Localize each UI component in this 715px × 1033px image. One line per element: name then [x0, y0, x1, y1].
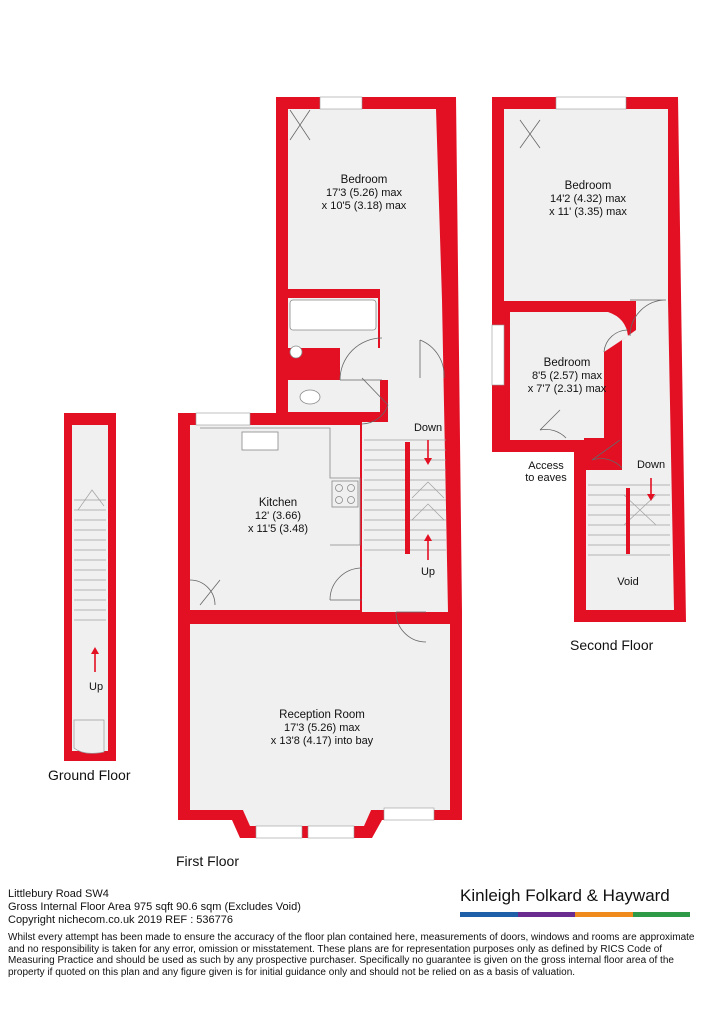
bedroom-1-dim-2: x 10'5 (3.18) max	[322, 200, 407, 212]
bedroom-3-dim-1: 8'5 (2.57) max	[532, 370, 602, 382]
ground-floor-plan: Up Ground Floor	[48, 413, 131, 783]
bedroom-2-dim-1: 14'2 (4.32) max	[550, 193, 627, 205]
plan-footer: Littlebury Road SW4 Gross Internal Floor…	[8, 888, 708, 927]
bedroom-2-dim-2: x 11' (3.35) max	[549, 206, 627, 218]
brand-bar-purple	[517, 912, 575, 917]
reception-dim-2: x 13'8 (4.17) into bay	[271, 735, 374, 747]
second-floor-doors	[519, 119, 667, 469]
floor-plan: Up Ground Floor	[48, 96, 686, 869]
ground-floor-bottom-curve	[73, 719, 105, 754]
kitchen-sink	[241, 431, 279, 451]
down-arrow-head	[424, 458, 432, 465]
second-floor-label: Second Floor	[570, 637, 654, 653]
disclaimer: Whilst every attempt has been made to en…	[8, 932, 695, 978]
reception-area	[190, 624, 450, 810]
brand-bar-green	[632, 912, 690, 917]
ground-floor-stairs	[74, 489, 106, 621]
ground-stair-arrow-head	[91, 647, 99, 654]
first-up-label: Up	[421, 566, 435, 578]
second-landing-area	[586, 300, 674, 610]
brand-bar-blue	[460, 912, 518, 917]
kitchen-worktop	[200, 427, 361, 546]
stair-divider	[405, 442, 410, 554]
bedroom-3-title: Bedroom	[544, 357, 591, 369]
second-down-label: Down	[637, 459, 665, 471]
bedroom-3-area	[510, 312, 628, 440]
kitchen-area	[190, 425, 360, 610]
bedroom-1-area	[288, 109, 442, 300]
basin	[289, 345, 303, 359]
bath-tub	[289, 299, 377, 331]
brand-bar-orange	[575, 912, 633, 917]
second-stair-divider	[626, 488, 630, 554]
brand-logo: Kinleigh Folkard & Hayward	[460, 886, 695, 917]
copyright: Copyright nichecom.co.uk 2019 REF : 5367…	[8, 914, 234, 926]
eaves-label-1: Access	[528, 460, 564, 472]
kitchen-dim-2: x 11'5 (3.48)	[248, 523, 308, 535]
brand-name: Kinleigh Folkard & Hayward	[460, 886, 670, 905]
landing-upper	[340, 348, 388, 380]
hob	[331, 480, 359, 508]
reception-bay	[242, 808, 372, 826]
floor-area: Gross Internal Floor Area 975 sqft 90.6 …	[8, 901, 301, 913]
kitchen-dim-1: 12' (3.66)	[255, 510, 301, 522]
up-arrow-head	[424, 534, 432, 541]
reception-title: Reception Room	[279, 709, 365, 721]
first-floor-windows	[195, 96, 435, 839]
bedroom-1-title: Bedroom	[341, 174, 388, 186]
first-floor-doors	[189, 109, 445, 643]
first-floor-plan: Bedroom 17'3 (5.26) max x 10'5 (3.18) ma…	[176, 96, 462, 869]
second-floor-plan: Bedroom 14'2 (4.32) max x 11' (3.35) max…	[491, 96, 686, 653]
ground-floor-label: Ground Floor	[48, 767, 131, 783]
first-down-label: Down	[414, 422, 442, 434]
toilet	[299, 389, 321, 405]
kitchen-title: Kitchen	[259, 497, 297, 509]
ground-floor-area	[72, 425, 108, 751]
bedroom-1-dim-1: 17'3 (5.26) max	[326, 187, 403, 199]
brand-color-bars	[460, 912, 690, 917]
second-floor-windows	[491, 96, 627, 386]
bedroom-2-title: Bedroom	[565, 180, 612, 192]
reception-dim-1: 17'3 (5.26) max	[284, 722, 361, 734]
eaves-label-2: to eaves	[525, 472, 567, 484]
bedroom-2-area	[504, 109, 668, 301]
bedroom-3-dim-2: x 7'7 (2.31) max	[528, 383, 607, 395]
first-floor-label: First Floor	[176, 853, 239, 869]
ground-up-label: Up	[89, 681, 103, 693]
void-label: Void	[617, 576, 638, 588]
second-down-arrow-head	[647, 494, 655, 501]
property-address: Littlebury Road SW4	[8, 888, 109, 900]
